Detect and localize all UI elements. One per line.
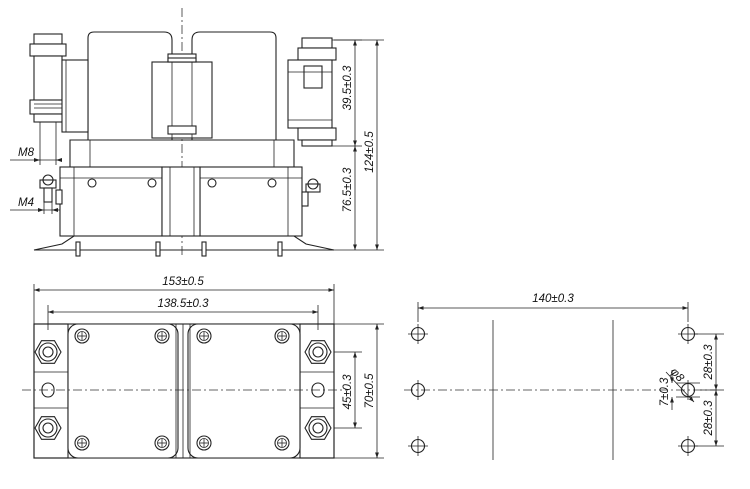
- main-terminal-nuts: [34, 340, 332, 440]
- dim-mount-pitch-label: 138.5±0.3: [157, 298, 209, 310]
- busbar-right: [191, 31, 295, 167]
- dim-total-height-label: 124±0.5: [364, 131, 376, 173]
- mount-slot-left: [41, 382, 55, 398]
- dim-overall-width-label: 70±0.5: [364, 373, 376, 409]
- dim-small-offset-label: 7±0.3: [659, 377, 671, 406]
- plate-screws: [74, 328, 290, 451]
- m8-label: M8: [18, 147, 35, 159]
- dim-terminal-pitch-label: 45±0.3: [342, 374, 354, 410]
- housing-left: [59, 166, 163, 237]
- m4-screw-right: [301, 178, 321, 207]
- housing-right: [199, 166, 303, 237]
- dim-hole-pitch-x-label: 140±0.3: [532, 293, 574, 305]
- m8-terminal-left: [29, 33, 89, 150]
- hole-pattern: 140±0.3 7±0.3 φ8 28±0.3 28±0.3: [404, 293, 724, 460]
- cover-plate-right: [187, 323, 301, 459]
- dim-body-height-label: 76.5±0.3: [342, 167, 354, 212]
- dim-terminal-height-label: 39.5±0.3: [342, 65, 354, 110]
- dim-overall-length-label: 153±0.5: [162, 276, 204, 288]
- housing-hole: [207, 178, 217, 188]
- housing-hole: [87, 178, 97, 188]
- bottom-pins: [75, 241, 283, 257]
- mount-slot-right: [311, 382, 325, 398]
- housing-hole: [267, 178, 277, 188]
- busbar-left: [69, 31, 173, 167]
- housing-hole: [147, 178, 157, 188]
- m4-label: M4: [18, 197, 34, 209]
- center-clamp: [151, 61, 213, 139]
- cover-plate-left: [67, 323, 179, 459]
- top-view: 153±0.5 138.5±0.3: [22, 276, 384, 459]
- dim-lower-pitch-label: 28±0.3: [703, 400, 715, 437]
- dim-upper-pitch-label: 28±0.3: [703, 344, 715, 381]
- hole-dia-leader: [665, 371, 695, 403]
- side-view: M8 M4 39.5±0.3 76.5±0.3 124±0.5: [10, 8, 384, 257]
- m4-screw-left: [39, 174, 63, 205]
- m8-terminal-right: [287, 37, 337, 147]
